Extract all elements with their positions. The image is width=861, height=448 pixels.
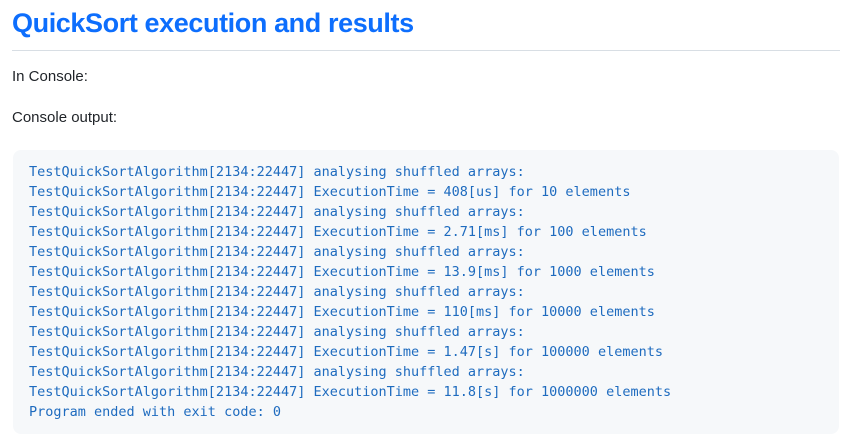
- in-console-label: In Console:: [12, 68, 88, 85]
- console-line: TestQuickSortAlgorithm[2134:22447] analy…: [29, 324, 525, 340]
- console-line: TestQuickSortAlgorithm[2134:22447] Execu…: [29, 384, 672, 400]
- console-line: TestQuickSortAlgorithm[2134:22447] analy…: [29, 164, 525, 180]
- console-output-label: Console output:: [12, 109, 118, 126]
- heading-divider: [12, 50, 840, 51]
- console-line: Program ended with exit code: 0: [29, 404, 281, 420]
- console-line: TestQuickSortAlgorithm[2134:22447] analy…: [29, 364, 525, 380]
- console-line: TestQuickSortAlgorithm[2134:22447] Execu…: [29, 304, 655, 320]
- console-line: TestQuickSortAlgorithm[2134:22447] analy…: [29, 284, 525, 300]
- console-line: TestQuickSortAlgorithm[2134:22447] analy…: [29, 204, 525, 220]
- console-output-block: TestQuickSortAlgorithm[2134:22447] analy…: [13, 150, 839, 434]
- console-line: TestQuickSortAlgorithm[2134:22447] Execu…: [29, 344, 663, 360]
- page-title: QuickSort execution and results: [12, 8, 414, 38]
- article: QuickSort execution and results In Conso…: [12, 0, 840, 434]
- console-line: TestQuickSortAlgorithm[2134:22447] Execu…: [29, 224, 647, 240]
- console-line: TestQuickSortAlgorithm[2134:22447] Execu…: [29, 264, 655, 280]
- console-line: TestQuickSortAlgorithm[2134:22447] analy…: [29, 244, 525, 260]
- console-line: TestQuickSortAlgorithm[2134:22447] Execu…: [29, 184, 631, 200]
